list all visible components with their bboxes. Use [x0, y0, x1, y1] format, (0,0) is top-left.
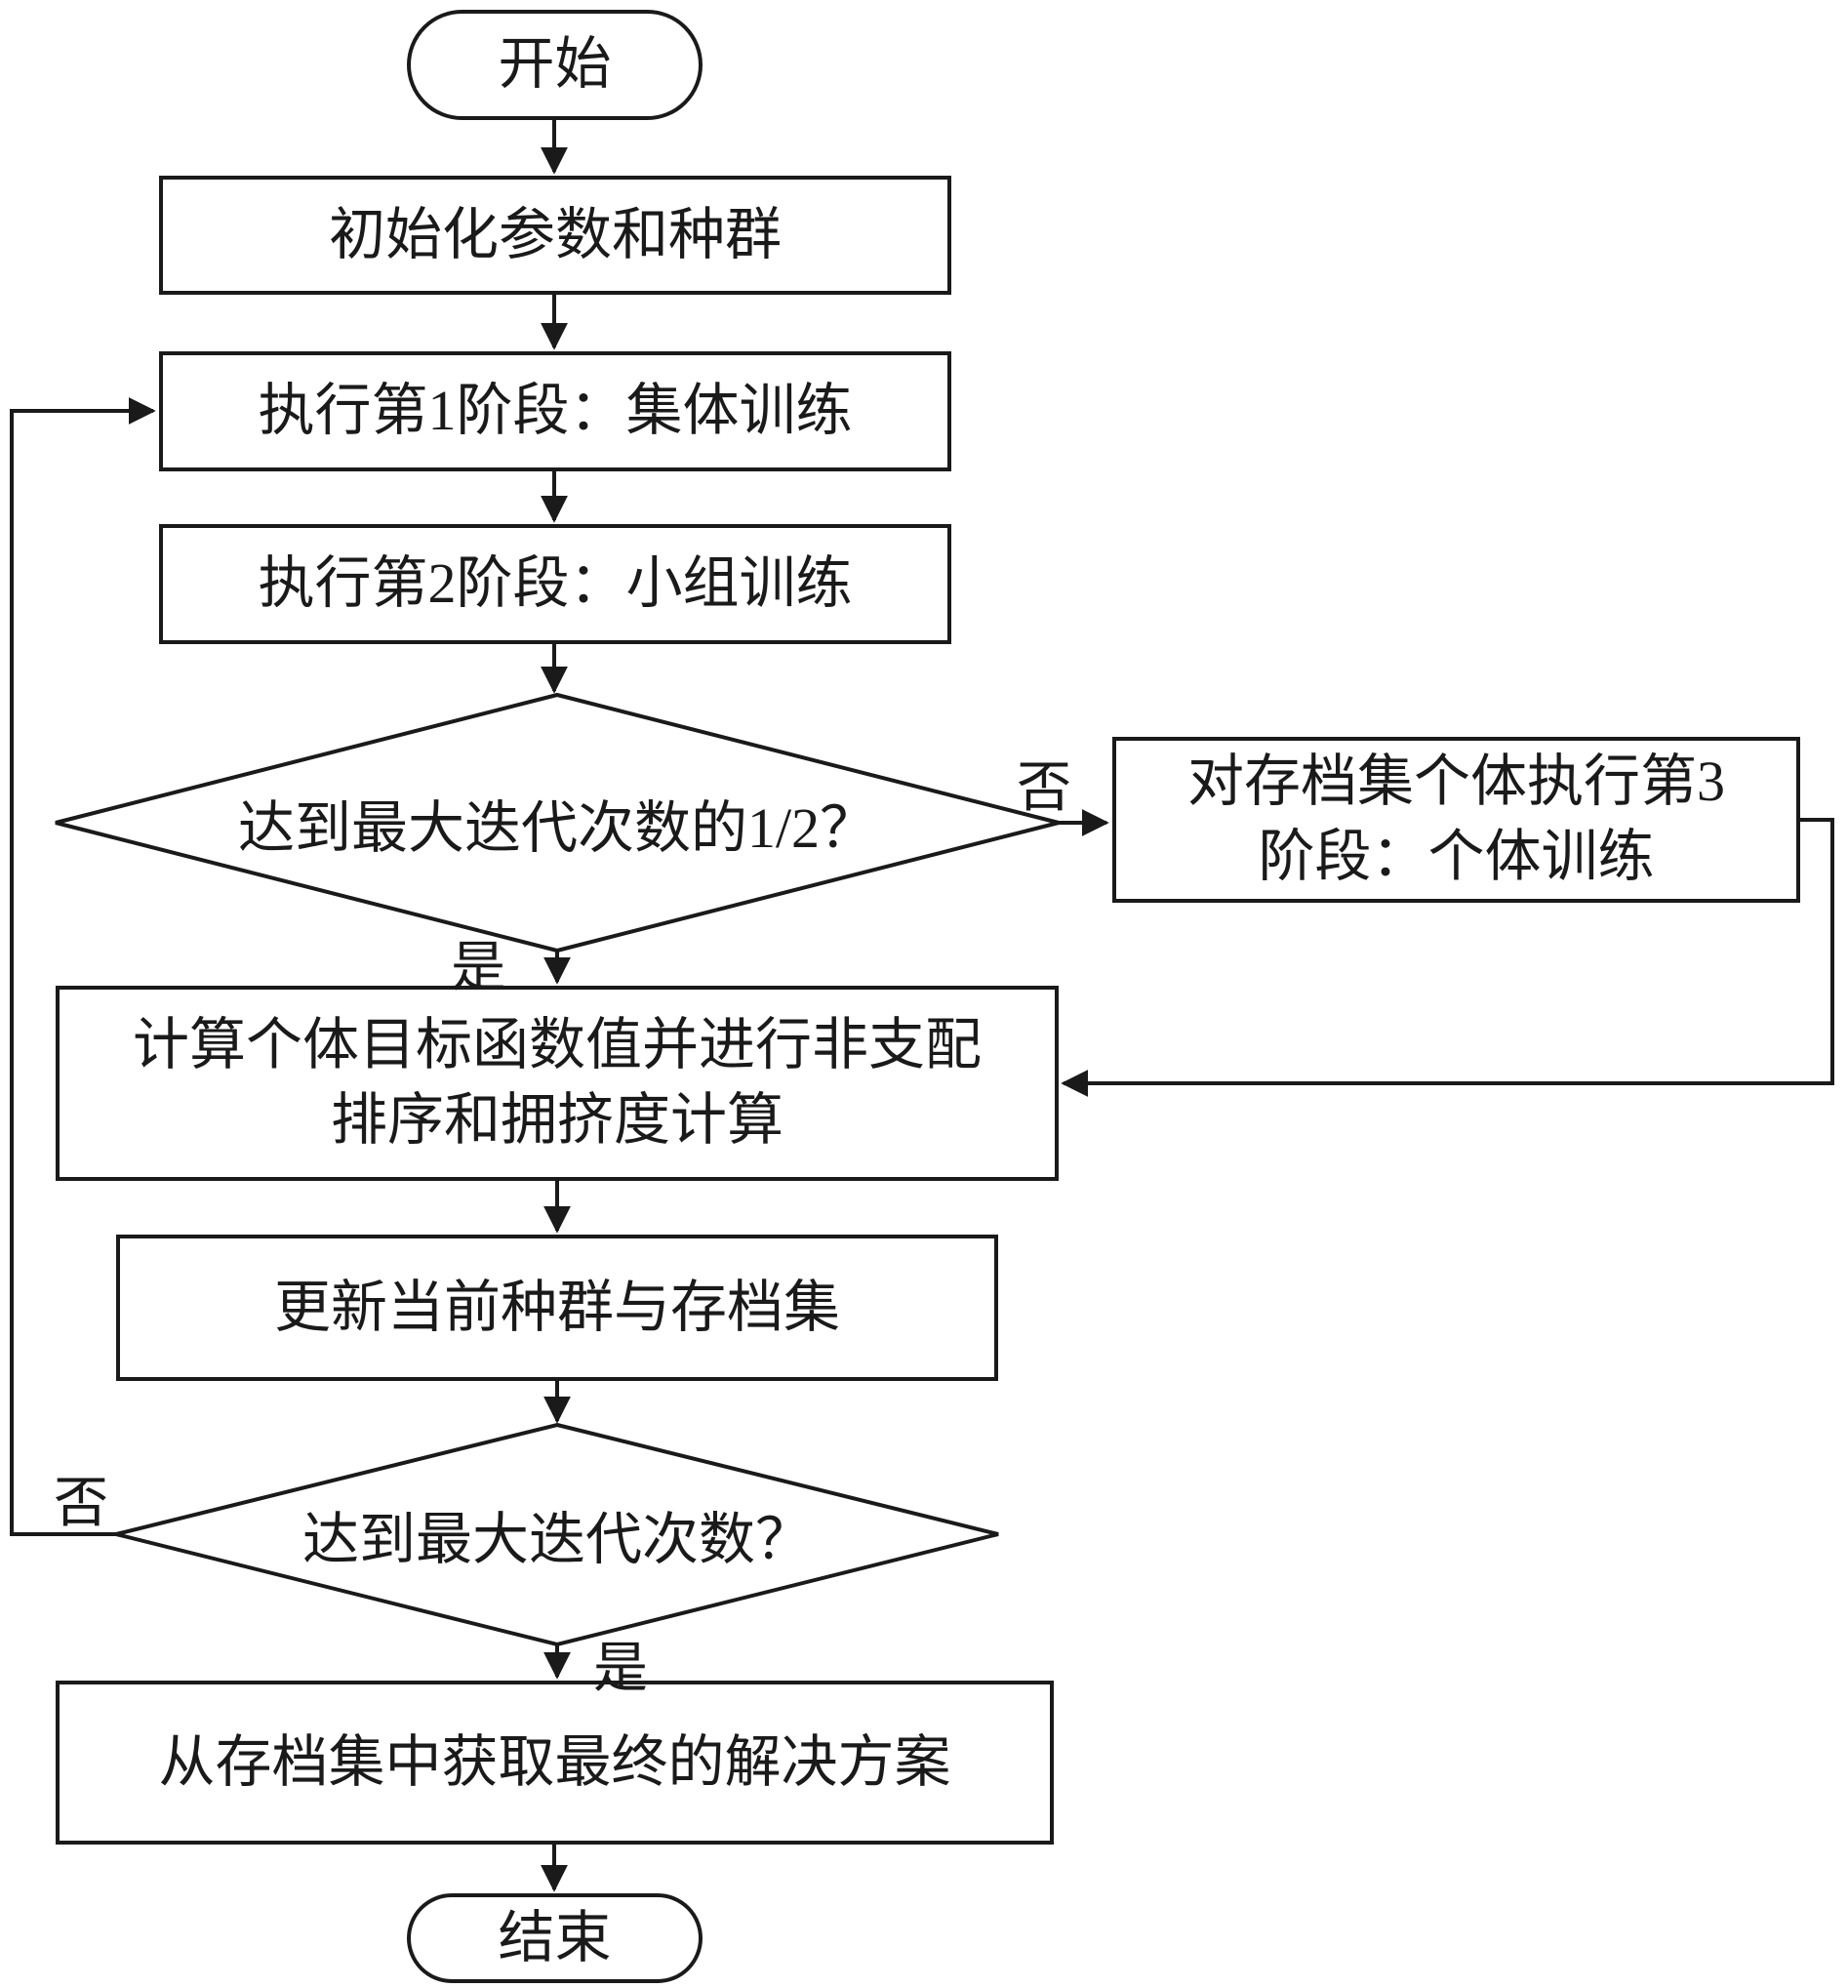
stage1-label: 执行第1阶段：集体训练 [258, 379, 853, 443]
arrow-decision-max-no-loop-to-stage1 [10, 397, 156, 1536]
evaluate-label-line1: 计算个体目标函数值并进行非支配 [132, 1013, 982, 1077]
init-process-box: 初始化参数和种群 [159, 176, 951, 295]
arrow-stage3-to-evaluate [1061, 818, 1834, 1097]
init-label: 初始化参数和种群 [328, 202, 782, 266]
decision-half-label: 达到最大迭代次数的1/2？ [237, 796, 877, 860]
stage3-label-line1: 对存档集个体执行第3 [1186, 750, 1725, 814]
branch-label-yes-decision-half: 是 [451, 938, 505, 998]
end-terminator: 结束 [407, 1893, 703, 1983]
decision-max-label: 达到最大迭代次数？ [301, 1508, 812, 1571]
start-label: 开始 [498, 32, 612, 97]
stage2-label: 执行第2阶段：小组训练 [258, 551, 853, 616]
stage1-process-box: 执行第1阶段：集体训练 [159, 351, 951, 471]
update-label: 更新当前种群与存档集 [273, 1275, 840, 1339]
end-label: 结束 [498, 1905, 612, 1969]
branch-label-yes-decision-max: 是 [593, 1639, 648, 1699]
start-terminator: 开始 [407, 10, 703, 120]
branch-label-no-decision-half: 否 [1017, 758, 1071, 819]
decision-half-diamond-shape [55, 692, 1060, 953]
extract-label: 从存档集中获取最终的解决方案 [158, 1729, 951, 1794]
stage3-label-line2: 阶段：个体训练 [1258, 825, 1655, 888]
update-process-box: 更新当前种群与存档集 [116, 1235, 998, 1381]
branch-label-no-decision-max: 否 [54, 1474, 108, 1534]
evaluate-label-line2: 排序和拥挤度计算 [330, 1088, 783, 1152]
stage2-process-box: 执行第2阶段：小组训练 [159, 524, 951, 644]
extract-process-box: 从存档集中获取最终的解决方案 [56, 1681, 1054, 1845]
decision-max-diamond-shape [115, 1422, 999, 1647]
evaluate-process-box: 计算个体目标函数值并进行非支配 排序和拥挤度计算 [56, 986, 1059, 1181]
stage3-process-box: 对存档集个体执行第3 阶段：个体训练 [1112, 737, 1800, 903]
